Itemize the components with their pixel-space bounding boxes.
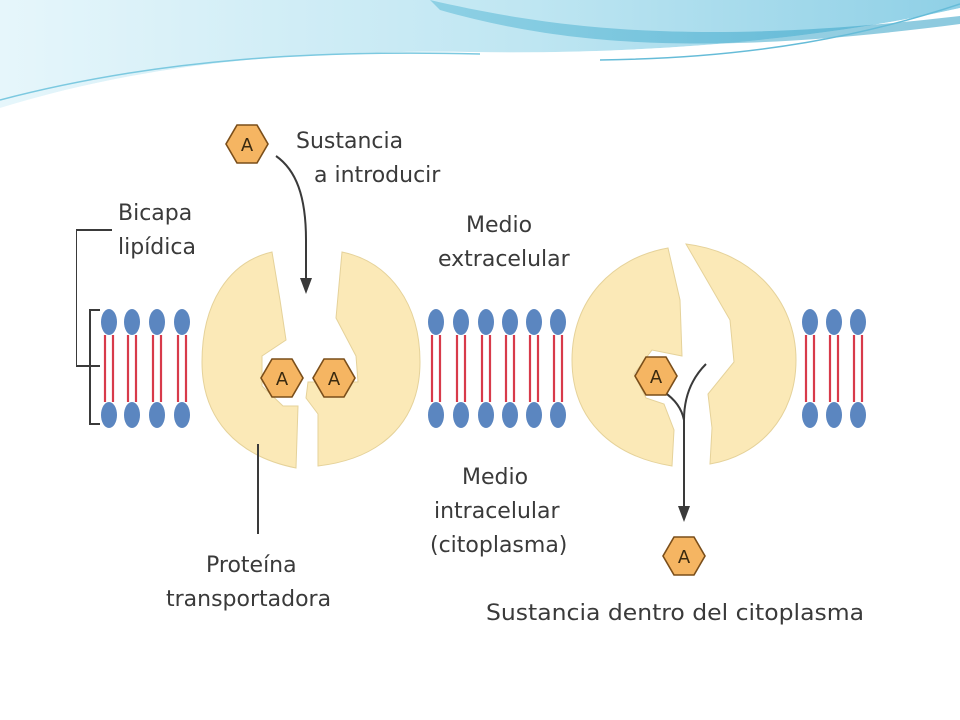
transport-protein-open <box>201 251 421 469</box>
substance-inside: A <box>662 536 706 576</box>
label-substance-out: Sustancia dentro del citoplasma <box>486 601 864 626</box>
label-substance-in-line1: Sustancia <box>296 129 403 154</box>
transport-protein-closed <box>571 243 797 467</box>
substance-bound-1-symbol: A <box>276 369 289 390</box>
label-extracellular-line1: Medio <box>466 213 532 238</box>
transport-diagram: A A A A A Sustancia a introducir B <box>76 124 867 626</box>
label-extracellular-line2: extracelular <box>438 247 571 272</box>
substance-in-channel: A <box>634 356 678 396</box>
substance-outside-symbol: A <box>241 135 254 156</box>
substance-bound-2: A <box>312 358 356 398</box>
substance-inside-symbol: A <box>678 547 691 568</box>
substance-bound-1: A <box>260 358 304 398</box>
label-intracellular-line3: (citoplasma) <box>430 533 567 558</box>
substance-bound-2-symbol: A <box>328 369 341 390</box>
label-intracellular-line2: intracelular <box>434 499 560 524</box>
substance-outside: A <box>225 124 269 164</box>
label-bilayer-line1: Bicapa <box>118 201 192 226</box>
header-wave-decoration <box>0 0 960 118</box>
diagram-labels: Sustancia a introducir Bicapa lipídica M… <box>118 129 864 626</box>
label-intracellular-line1: Medio <box>462 465 528 490</box>
substance-molecules: A A A A A <box>225 124 706 576</box>
arrowheads <box>300 278 690 522</box>
membrane-transport-figure: A A A A A Sustancia a introducir B <box>76 118 867 630</box>
substance-in-channel-symbol: A <box>650 367 663 388</box>
bilayer-bracket <box>76 229 112 425</box>
label-protein-line1: Proteína <box>206 553 297 578</box>
label-substance-in-line2: a introducir <box>314 163 441 188</box>
label-bilayer-line2: lipídica <box>118 235 196 260</box>
label-protein-line2: transportadora <box>166 587 331 612</box>
